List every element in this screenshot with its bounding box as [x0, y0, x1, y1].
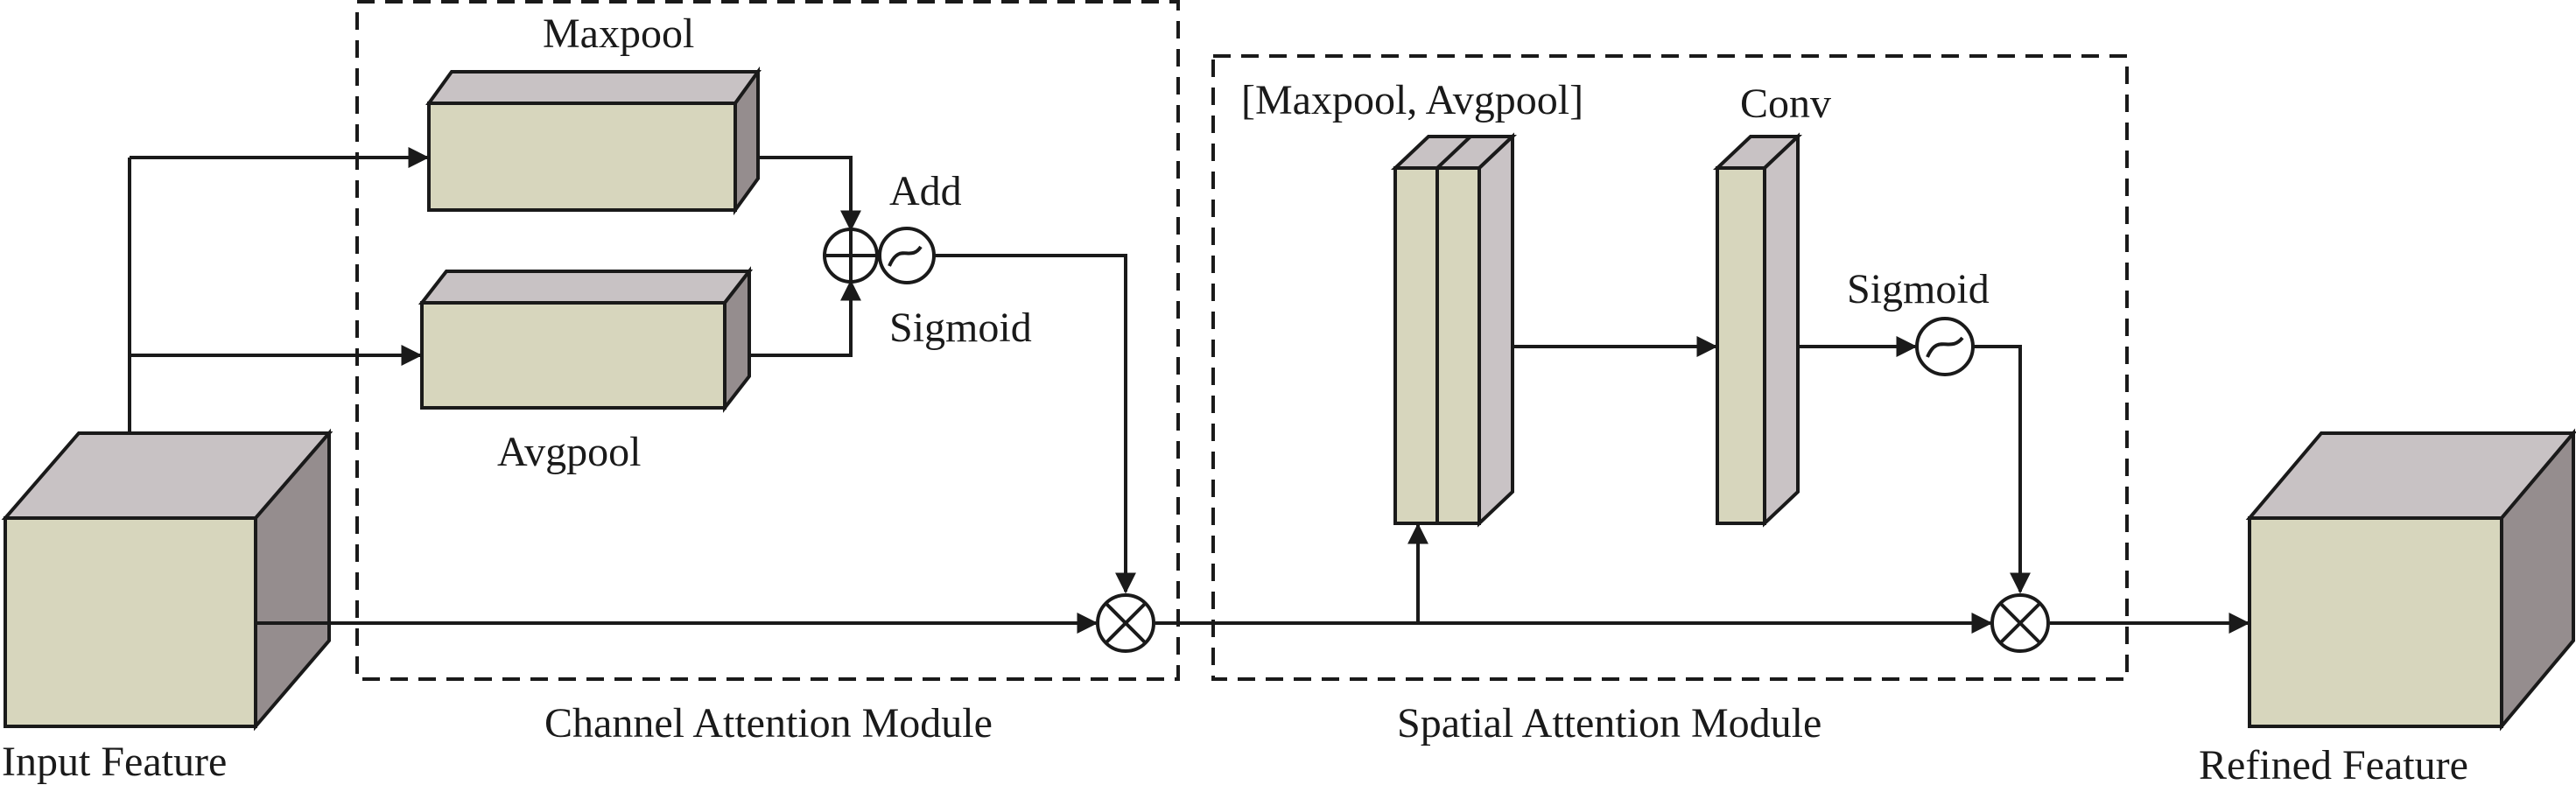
input-feature-label: Input Feature	[2, 739, 227, 785]
conv-block	[1712, 132, 1803, 528]
add-label: Add	[889, 168, 962, 214]
refined-feature-label: Refined Feature	[2199, 742, 2468, 788]
channel-module-label: Channel Attention Module	[544, 700, 993, 746]
add-op-icon	[823, 228, 879, 284]
connections	[128, 147, 2250, 634]
spatial-sigmoid-label: Sigmoid	[1847, 266, 1990, 312]
avgpool-label: Avgpool	[497, 429, 641, 475]
refined-feature-cube	[2245, 428, 2576, 732]
avgpool-block	[418, 266, 754, 413]
maxpool-label: Maxpool	[543, 11, 694, 57]
channel-sigmoid-label: Sigmoid	[889, 305, 1032, 351]
channel-attention-box	[355, 0, 1180, 681]
concat-block	[1390, 132, 1518, 528]
spatial-module-label: Spatial Attention Module	[1397, 700, 1821, 746]
spatial-sigmoid-icon	[1915, 317, 1975, 376]
conv-label: Conv	[1740, 81, 1831, 127]
spatial-attention-box	[1211, 54, 2129, 681]
concat-label: [Maxpool, Avgpool]	[1241, 77, 1583, 123]
channel-multiply-icon	[1096, 593, 1155, 653]
channel-sigmoid-icon	[878, 227, 936, 284]
input-feature-cube	[1, 428, 333, 732]
maxpool-block	[425, 66, 762, 216]
spatial-multiply-icon	[1990, 593, 2050, 653]
